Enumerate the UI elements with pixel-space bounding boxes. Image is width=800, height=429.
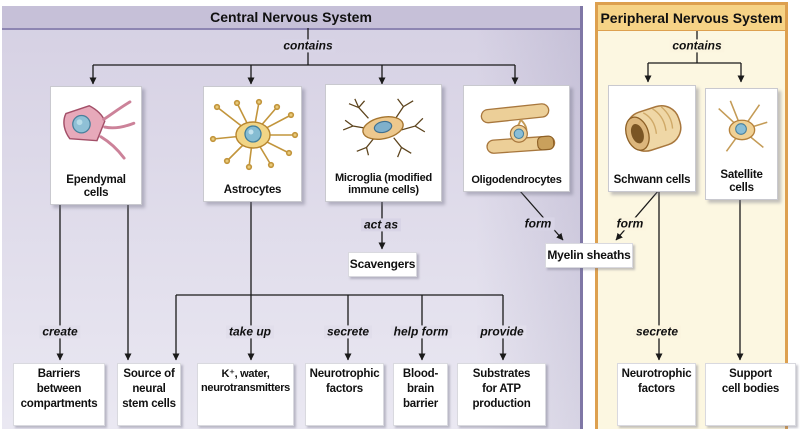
cell-box-ependymal: Ependymal cells (50, 86, 142, 205)
result-box-myelin-sheaths: Myelin sheaths (545, 243, 633, 268)
cell-label-oligodendrocytes: Oligodendrocytes (471, 174, 562, 187)
cell-box-microglia: Microglia (modified immune cells) (325, 84, 442, 202)
cell-label-satellite: Satellite cells (720, 168, 763, 194)
cns-panel: Central Nervous System (2, 6, 583, 429)
cell-label-ependymal: Ependymal cells (66, 173, 126, 199)
cns-title: Central Nervous System (210, 9, 372, 25)
cell-box-oligodendrocytes: Oligodendrocytes (463, 85, 570, 192)
result-box-barriers: Barriers between compartments (13, 363, 105, 426)
result-box-neurotrophic-pns: Neurotrophic factors (617, 363, 696, 426)
schwann-cell-illustration (609, 86, 695, 174)
verb-label-provide: provide (477, 325, 527, 339)
cns-header: Central Nervous System (2, 6, 580, 30)
verb-label-act-as: act as (360, 218, 402, 232)
cell-box-astrocytes: Astrocytes (203, 86, 302, 202)
result-box-support-cell-bodies: Support cell bodies (705, 363, 796, 426)
cell-label-microglia: Microglia (modified immune cells) (334, 171, 433, 197)
verb-label-create: create (39, 325, 81, 339)
verb-label-take-up: take up (225, 325, 275, 339)
pns-contains-label: contains (669, 39, 725, 53)
verb-label-help-form: help form (390, 325, 452, 339)
astrocyte-cell-illustration (204, 87, 301, 184)
verb-label-form-pns: form (613, 217, 647, 231)
oligodendrocyte-cell-illustration (464, 86, 569, 174)
ependymal-cell-illustration (51, 87, 141, 174)
cell-label-astrocytes: Astrocytes (223, 183, 282, 196)
result-box-atp-substrates: Substrates for ATP production (457, 363, 546, 426)
pns-title: Peripheral Nervous System (600, 9, 783, 26)
cns-contains-label: contains (280, 39, 336, 53)
satellite-cell-illustration (706, 89, 777, 169)
verb-label-secrete-pns: secrete (632, 325, 682, 339)
result-box-neurotrophic-cns: Neurotrophic factors (305, 363, 384, 426)
result-box-blood-brain-barrier: Blood- brain barrier (393, 363, 448, 426)
verb-label-form-cns: form (521, 217, 555, 231)
cell-box-satellite: Satellite cells (705, 88, 778, 200)
cell-box-schwann: Schwann cells (608, 85, 696, 192)
pns-header: Peripheral Nervous System (598, 5, 785, 31)
result-box-k-water: K⁺, water, neurotransmitters (197, 363, 294, 426)
result-box-stem-cells: Source of neural stem cells (117, 363, 181, 426)
cell-label-schwann: Schwann cells (613, 173, 691, 186)
microglia-cell-illustration (326, 85, 441, 172)
result-box-scavengers: Scavengers (348, 252, 417, 277)
verb-label-secrete-cns: secrete (323, 325, 373, 339)
